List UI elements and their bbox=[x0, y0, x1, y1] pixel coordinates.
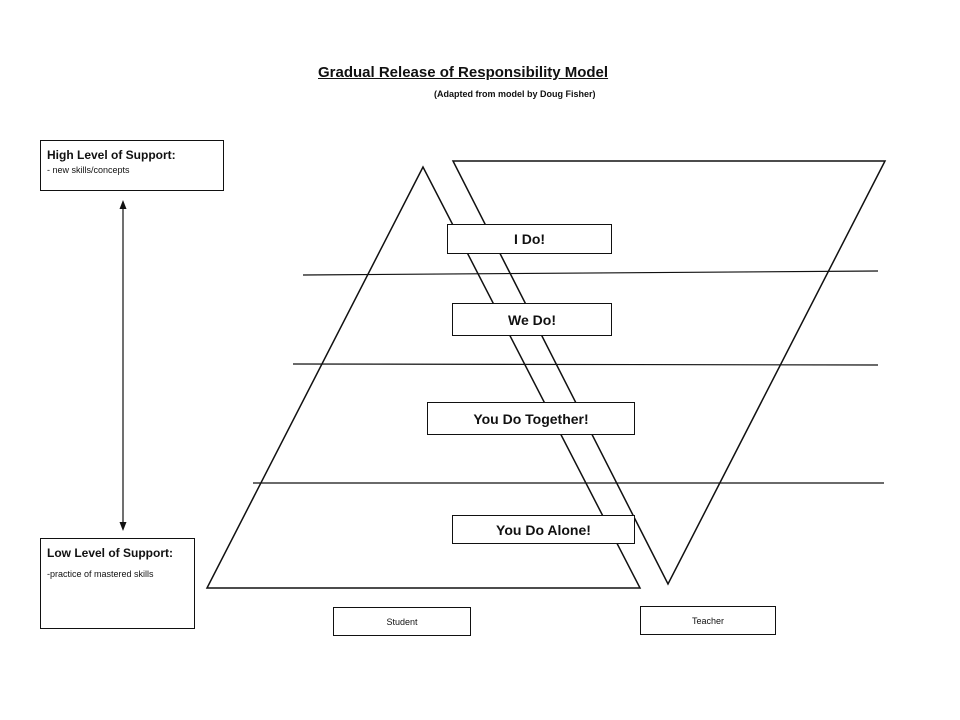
diagram-subtitle: (Adapted from model by Doug Fisher) bbox=[434, 89, 596, 99]
low-support-heading: Low Level of Support: bbox=[47, 546, 173, 560]
stage-you-do-together: You Do Together! bbox=[427, 402, 635, 435]
high-support-note: - new skills/concepts bbox=[47, 165, 130, 175]
teacher-label-box: Teacher bbox=[640, 606, 776, 635]
divider-line-2 bbox=[292, 363, 879, 366]
student-triangle bbox=[205, 165, 642, 589]
high-support-box: High Level of Support: - new skills/conc… bbox=[40, 140, 224, 191]
low-support-box: Low Level of Support: -practice of maste… bbox=[40, 538, 195, 629]
support-arrow-head-down bbox=[119, 522, 127, 531]
stage-we-do: We Do! bbox=[452, 303, 612, 336]
high-support-heading: High Level of Support: bbox=[47, 148, 176, 162]
low-support-note: -practice of mastered skills bbox=[47, 569, 154, 579]
divider-line-1 bbox=[302, 270, 879, 276]
student-label-box: Student bbox=[333, 607, 471, 636]
stage-i-do: I Do! bbox=[447, 224, 612, 254]
diagram-title: Gradual Release of Responsibility Model bbox=[318, 64, 609, 81]
stage-you-do-alone: You Do Alone! bbox=[452, 515, 635, 544]
teacher-triangle bbox=[451, 160, 887, 586]
support-arrow-head-up bbox=[119, 200, 127, 209]
